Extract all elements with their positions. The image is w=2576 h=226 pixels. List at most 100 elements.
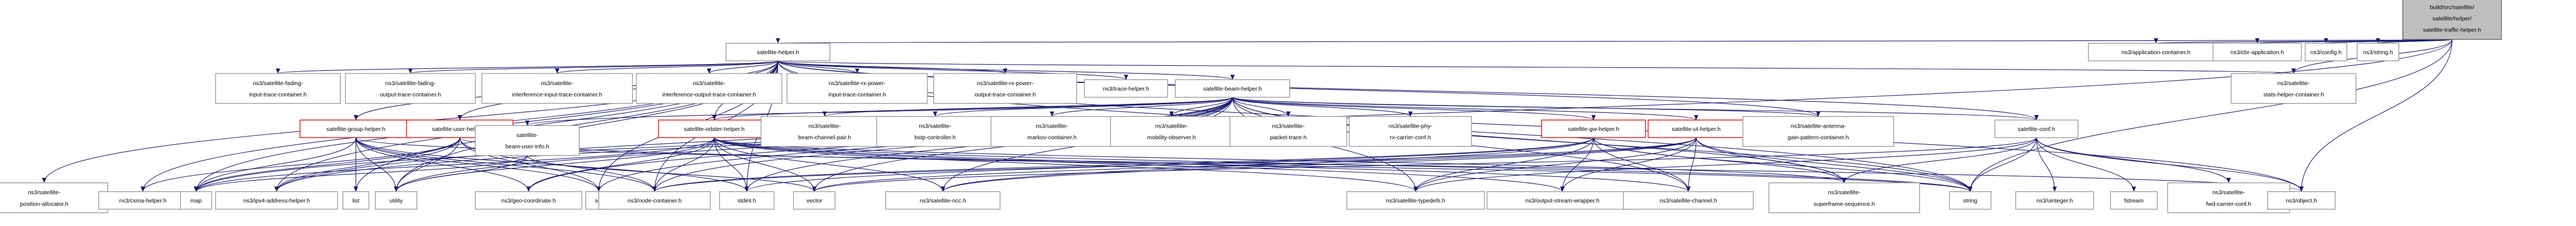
- edge-arrowhead: [1230, 75, 1235, 80]
- node-orbiter-helper[interactable]: satellite-orbiter-helper.h: [658, 119, 771, 138]
- dependency-edge: [142, 137, 460, 192]
- dependency-edge: [1562, 138, 1594, 192]
- node-application-container[interactable]: ns3/application-container.h: [2088, 43, 2224, 61]
- node-ipv4-address-helper[interactable]: ns3/ipv4-address-helper.h: [215, 191, 338, 210]
- node-label: interference-output-trace-container.h: [662, 91, 756, 98]
- dependency-edge: [1696, 137, 1971, 192]
- node-rx-power-input[interactable]: ns3/satellite-rx-power-input-trace-conta…: [786, 73, 928, 104]
- node-label: ns3/csma-helper.h: [119, 198, 167, 204]
- node-geo-coordinate[interactable]: ns3/geo-coordinate.h: [475, 191, 582, 210]
- edge-arrowhead: [1694, 115, 1699, 120]
- node-trace-helper[interactable]: ns3/trace-helper.h: [1084, 79, 1168, 98]
- node-label: list: [352, 198, 360, 204]
- node-box: [761, 116, 889, 147]
- node-output-stream-wrapper[interactable]: ns3/output-stream-wrapper.h: [1486, 191, 1638, 210]
- node-fstream[interactable]: fstream: [2110, 191, 2158, 210]
- node-box: [1486, 191, 1638, 210]
- node-label: satellite-beam-helper.h: [1203, 86, 1262, 92]
- node-utility[interactable]: utility: [374, 191, 417, 210]
- node-box: [475, 191, 582, 210]
- node-beam-helper[interactable]: satellite-beam-helper.h: [1175, 79, 1290, 98]
- node-beam-channel-pair[interactable]: ns3/satellite-beam-channel-pair.h: [761, 116, 889, 147]
- dependency-edge: [1232, 97, 1411, 117]
- node-label: output-trace-container.h: [380, 91, 441, 98]
- node-ut-helper[interactable]: satellite-ut-helper.h: [1647, 119, 1745, 138]
- node-map[interactable]: map: [180, 191, 212, 210]
- node-label: ns3/satellite-: [541, 80, 574, 87]
- dependency-edge: [556, 60, 779, 74]
- dependency-edge: [1232, 97, 1697, 120]
- node-markov-container[interactable]: ns3/satellite-markov-container.h: [990, 116, 1113, 147]
- node-group-helper[interactable]: satellite-group-helper.h: [299, 119, 413, 138]
- node-rx-power-output[interactable]: ns3/satellite-rx-power-output-trace-cont…: [933, 73, 1077, 104]
- edge-arrowhead: [354, 186, 358, 192]
- node-label: ns3/satellite-antenna-: [1791, 123, 1846, 130]
- node-label: ns3/ipv4-address-helper.h: [243, 198, 310, 204]
- node-box: [2402, 0, 2502, 40]
- node-gw-helper[interactable]: satellite-gw-helper.h: [1541, 119, 1646, 138]
- node-root[interactable]: build/src/satellite/satellite/helper/sat…: [2402, 0, 2502, 40]
- edge-arrowhead: [42, 177, 47, 183]
- node-beam-user-info[interactable]: satellite-beam-user-info.h: [475, 125, 580, 156]
- node-std-string[interactable]: string: [1949, 191, 1991, 210]
- node-bstp-controller[interactable]: ns3/satellite-bstp-controller.h: [876, 116, 994, 147]
- node-config[interactable]: ns3/config.h: [2305, 43, 2348, 61]
- node-stdint[interactable]: stdint.h: [719, 191, 775, 210]
- node-box: [933, 73, 1077, 104]
- dependency-edge: [196, 137, 715, 192]
- node-satellite-helper[interactable]: satellite-helper.h: [725, 43, 831, 61]
- node-mobility-observer[interactable]: ns3/satellite-mobility-observer.h: [1110, 116, 1233, 147]
- node-box: [2305, 43, 2348, 61]
- node-fading-output[interactable]: ns3/satellite-fading-output-trace-contai…: [345, 73, 476, 104]
- node-satellite-channel[interactable]: ns3/satellite-channel.h: [1623, 191, 1754, 210]
- node-fading-input[interactable]: ns3/satellite-fading-input-trace-contain…: [215, 73, 341, 104]
- node-label: ns3/object.h: [2286, 198, 2317, 204]
- node-satellite-ncc[interactable]: ns3/satellite-ncc.h: [885, 191, 1001, 210]
- dependency-edge: [714, 137, 944, 192]
- edge-arrowhead: [194, 186, 199, 192]
- node-box: [1084, 79, 1168, 98]
- node-phy-rx-carrier-conf[interactable]: ns3/satellite-phy-rx-carrier-conf.h: [1349, 116, 1472, 147]
- dependency-edge: [714, 138, 815, 192]
- edge-arrowhead: [2376, 38, 2381, 44]
- node-label: utility: [389, 198, 403, 204]
- node-box: [1742, 116, 1894, 147]
- node-list[interactable]: list: [342, 191, 369, 210]
- node-stats-helper-container[interactable]: ns3/satellite-stats-helper-container.h: [2231, 73, 2357, 104]
- node-node-container[interactable]: ns3/node-container.h: [598, 191, 711, 210]
- edge-arrowhead: [1413, 186, 1418, 192]
- node-box: [215, 191, 338, 210]
- node-label: ns3/satellite-ncc.h: [920, 198, 966, 204]
- node-ns3-string[interactable]: ns3/string.h: [2357, 43, 2400, 61]
- node-box: [1229, 116, 1347, 147]
- node-csma-helper[interactable]: ns3/csma-helper.h: [98, 191, 188, 210]
- dependency-edge: [778, 60, 1006, 74]
- dependency-edge: [824, 97, 1233, 117]
- node-lorawan-application[interactable]: ns3/cbr-application.h: [2213, 43, 2302, 61]
- node-label: ns3/trace-helper.h: [1103, 86, 1149, 92]
- node-label: ns3/satellite-: [693, 80, 725, 87]
- dependency-edge: [1232, 97, 1289, 117]
- node-satellite-typedefs[interactable]: ns3/satellite-typedefs.h: [1346, 191, 1485, 210]
- node-interference-input[interactable]: ns3/satellite-interference-input-trace-c…: [481, 73, 633, 104]
- node-label: satellite-ut-helper.h: [1672, 126, 1721, 133]
- node-label: beam-user-info.h: [505, 144, 549, 150]
- dependency-edge: [1232, 97, 2037, 120]
- node-object[interactable]: ns3/object.h: [2267, 191, 2336, 210]
- edge-arrowhead: [1816, 111, 1820, 117]
- edge-arrowhead: [775, 38, 780, 44]
- node-position-allocator[interactable]: ns3/satellite-position-allocator.h: [0, 182, 109, 213]
- node-antenna-gain[interactable]: ns3/satellite-antenna-gain-pattern-conta…: [1742, 116, 1894, 147]
- node-superframe-sequence[interactable]: ns3/satellite-superframe-sequence.h: [1768, 182, 1920, 213]
- node-satellite-conf[interactable]: satellite-conf.h: [1994, 119, 2079, 138]
- node-label: satellite-conf.h: [2018, 126, 2055, 133]
- node-label: beam-channel-pair.h: [799, 134, 851, 141]
- node-interference-output[interactable]: ns3/satellite-interference-output-trace-…: [636, 73, 783, 104]
- node-label: ns3/geo-coordinate.h: [501, 198, 556, 204]
- node-uinteger[interactable]: ns3/uinteger.h: [2015, 191, 2094, 210]
- node-packet-trace[interactable]: ns3/satellite-packet-trace.h: [1229, 116, 1347, 147]
- node-label: stats-helper-container.h: [2263, 91, 2324, 98]
- edge-arrowhead: [408, 69, 413, 74]
- dependency-edge: [935, 97, 1233, 117]
- node-vector[interactable]: vector: [793, 191, 836, 210]
